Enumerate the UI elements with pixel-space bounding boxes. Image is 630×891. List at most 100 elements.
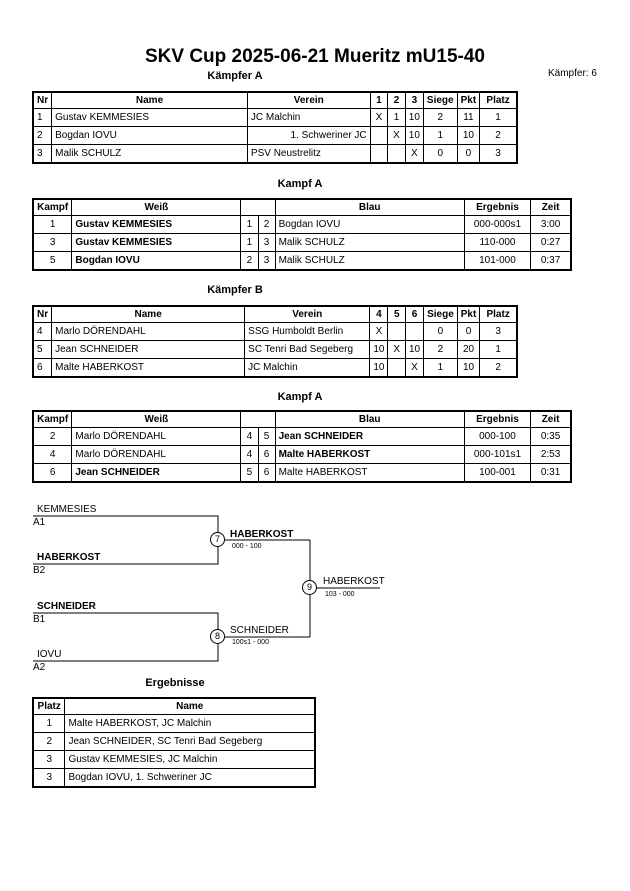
- col-header: 6: [404, 305, 425, 323]
- cell-blue-nr: 6: [257, 463, 276, 483]
- pool-a-table: Nr Name Verein 1 2 3 Siege Pkt Platz 1 G…: [32, 91, 518, 164]
- cell-score: [387, 358, 406, 378]
- table-row: 3 Bogdan IOVU, 1. Schweriner JC: [32, 768, 316, 788]
- cell-nr: 5: [32, 340, 53, 359]
- cell-white-nr: 5: [240, 463, 259, 483]
- cell-club: PSV Neustrelitz: [246, 144, 371, 164]
- cell-club: JC Malchin: [246, 108, 371, 127]
- cell-score: X: [404, 358, 425, 378]
- page-title: SKV Cup 2025-06-21 Mueritz mU15-40: [144, 46, 485, 67]
- bracket-entry-seed: B2: [33, 565, 46, 576]
- table-row: 5 Jean SCHNEIDER SC Tenri Bad Segeberg 1…: [32, 340, 518, 359]
- cell-score: 10: [404, 126, 424, 145]
- table-row: 3 Malik SCHULZ PSV Neustrelitz X 0 0 3: [32, 144, 518, 164]
- fights-a-title: Kampf A: [277, 178, 323, 190]
- cell-score: X: [387, 340, 406, 359]
- cell-blue-nr: 3: [257, 251, 276, 271]
- bracket-entry-seed: A1: [33, 517, 46, 528]
- table-row: 3 Gustav KEMMESIES, JC Malchin: [32, 750, 316, 769]
- table-row: 3 Gustav KEMMESIES 1 3 Malik SCHULZ 110-…: [32, 233, 572, 252]
- cell-time: 0:31: [530, 463, 572, 483]
- cell-place: 3: [32, 768, 66, 788]
- col-header: 5: [387, 305, 406, 323]
- pool-a-title: Kämpfer A: [207, 70, 263, 82]
- cell-name: Malte HABERKOST, JC Malchin: [64, 714, 316, 733]
- bracket-winner: HABERKOST: [323, 576, 385, 587]
- cell-blue-nr: 3: [257, 233, 276, 252]
- fights-b-table: Kampf Weiß Blau Ergebnis Zeit 2 Marlo DÖ…: [32, 410, 572, 483]
- cell-white-nr: 4: [240, 445, 259, 464]
- table-row: 1 Gustav KEMMESIES 1 2 Bogdan IOVU 000-0…: [32, 215, 572, 234]
- cell-white-nr: 2: [240, 251, 259, 271]
- cell-place: 3: [32, 750, 66, 769]
- cell-score: 10: [404, 340, 425, 359]
- cell-blue-nr: 6: [257, 445, 276, 464]
- bracket-entry-seed: A2: [33, 662, 46, 673]
- col-header: Platz: [32, 697, 66, 715]
- fighter-count: Kämpfer: 6: [548, 68, 597, 79]
- bracket-entry-name: IOVU: [37, 649, 62, 660]
- table-row: 2 Jean SCHNEIDER, SC Tenri Bad Segeberg: [32, 732, 316, 751]
- pool-b-table: Nr Name Verein 4 5 6 Siege Pkt Platz 4 M…: [32, 305, 518, 378]
- bracket-entry-name: KEMMESIES: [37, 504, 97, 515]
- cell-white-nr: 1: [240, 233, 259, 252]
- match-number-badge: 9: [302, 580, 317, 595]
- bracket-winner: SCHNEIDER: [230, 625, 289, 636]
- cell-place: 3: [479, 144, 518, 164]
- cell-place: 2: [479, 126, 518, 145]
- table-row: 6 Jean SCHNEIDER 5 6 Malte HABERKOST 100…: [32, 463, 572, 483]
- cell-wins: 1: [423, 358, 458, 378]
- cell-wins: 1: [422, 126, 458, 145]
- cell-name: Bogdan IOVU, 1. Schweriner JC: [64, 768, 316, 788]
- cell-points: 20: [456, 340, 481, 359]
- cell-wins: 0: [422, 144, 458, 164]
- cell-place: 1: [479, 340, 518, 359]
- col-header: Siege: [422, 91, 458, 109]
- cell-points: 0: [456, 144, 481, 164]
- bracket-score: 100s1 - 000: [232, 639, 269, 646]
- cell-wins: 2: [423, 340, 458, 359]
- cell-result: 110-000: [463, 233, 532, 252]
- cell-blue: Malik SCHULZ: [274, 233, 465, 252]
- fights-b-title: Kampf A: [277, 391, 323, 403]
- results-title: Ergebnisse: [145, 677, 205, 689]
- cell-name: Gustav KEMMESIES, JC Malchin: [64, 750, 316, 769]
- cell-fight-no: 4: [32, 445, 73, 464]
- cell-points: 10: [456, 126, 481, 145]
- table-row: 2 Bogdan IOVU 1. Schweriner JC X 10 1 10…: [32, 126, 518, 145]
- cell-time: 0:37: [530, 251, 572, 271]
- cell-time: 0:27: [530, 233, 572, 252]
- table-row: 1 Gustav KEMMESIES JC Malchin X 1 10 2 1…: [32, 108, 518, 127]
- cell-score: X: [404, 144, 424, 164]
- bracket-score: 103 - 000: [325, 591, 355, 598]
- bracket-score: 000 - 100: [232, 543, 262, 550]
- pool-b-title: Kämpfer B: [207, 284, 263, 296]
- cell-name: Bogdan IOVU: [51, 126, 248, 145]
- table-row: 6 Malte HABERKOST JC Malchin 10 X 1 10 2: [32, 358, 518, 378]
- results-table: Platz Name 1 Malte HABERKOST, JC Malchin…: [32, 697, 316, 788]
- match-number-badge: 8: [210, 629, 225, 644]
- table-row: 1 Malte HABERKOST, JC Malchin: [32, 714, 316, 733]
- bracket-entry-name: HABERKOST: [37, 552, 101, 563]
- cell-name: Jean SCHNEIDER, SC Tenri Bad Segeberg: [64, 732, 316, 751]
- cell-fight-no: 5: [32, 251, 73, 271]
- bracket-entry-name: SCHNEIDER: [37, 601, 96, 612]
- cell-place: 2: [32, 732, 66, 751]
- cell-result: 101-000: [463, 251, 532, 271]
- bracket-winner: HABERKOST: [230, 529, 294, 540]
- col-header: Name: [64, 697, 316, 715]
- table-row: 4 Marlo DÖRENDAHL 4 6 Malte HABERKOST 00…: [32, 445, 572, 464]
- cell-result: 000-101s1: [463, 445, 532, 464]
- cell-name: Malik SCHULZ: [51, 144, 248, 164]
- cell-blue: Malte HABERKOST: [274, 463, 465, 483]
- cell-place: 2: [479, 358, 518, 378]
- table-header-row: Platz Name: [32, 697, 316, 715]
- match-number-badge: 7: [210, 532, 225, 547]
- cell-time: 2:53: [530, 445, 572, 464]
- cell-club: 1. Schweriner JC: [246, 126, 371, 145]
- cell-place: 1: [32, 714, 66, 733]
- fights-a-table: Kampf Weiß Blau Ergebnis Zeit 1 Gustav K…: [32, 198, 572, 271]
- bracket-entry-seed: B1: [33, 614, 46, 625]
- cell-white-nr: 4: [240, 427, 259, 446]
- table-row: 5 Bogdan IOVU 2 3 Malik SCHULZ 101-000 0…: [32, 251, 572, 271]
